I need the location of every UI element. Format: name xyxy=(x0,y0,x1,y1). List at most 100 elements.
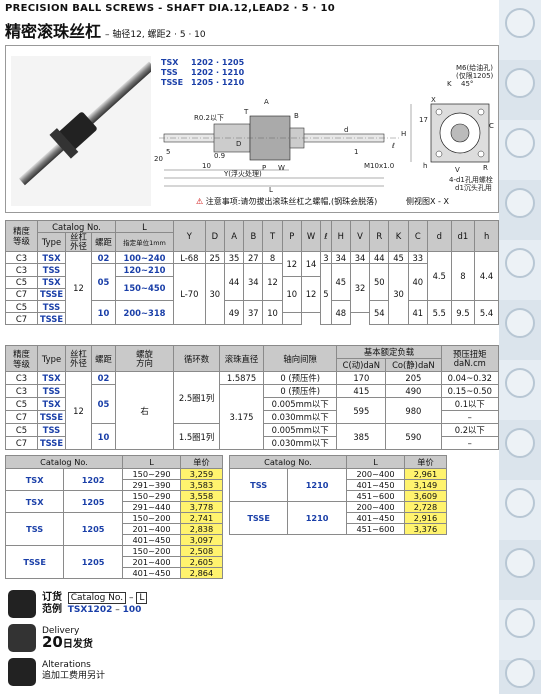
brand-logo-icon xyxy=(505,8,535,38)
dim-label-10: 10 xyxy=(202,162,211,170)
brand-logo-icon xyxy=(505,488,535,518)
col-type: Type xyxy=(37,345,66,372)
dim-label-w: W xyxy=(278,164,285,172)
order-info: 订货 Catalog No. – L 范例 TSX1202 – 100 Deli… xyxy=(8,590,268,692)
side-view-drawing: H 17 X M6(给油孔) (仅限1205) 45° K C R V h 4-… xyxy=(401,64,494,192)
col-grade: 精度等级 xyxy=(5,345,38,372)
dim-label-45: 45° xyxy=(461,80,473,88)
right-decor-strip xyxy=(499,0,541,694)
col-ball: 滚珠直径 xyxy=(219,345,264,372)
dim-label-d: D xyxy=(236,140,241,148)
brand-logo-icon xyxy=(505,68,535,98)
caution-note: ⚠ 注意事项:请勿拔出滚珠丝杠之螺帽,(钢珠会脱落) xyxy=(196,197,378,206)
dim-label-a: A xyxy=(264,98,269,106)
col-circuits: 循环数 xyxy=(172,345,221,372)
dim-label-17: 17 xyxy=(419,116,428,124)
dim-label-y: Y(浮火处理) xyxy=(223,169,262,178)
brand-logo-icon xyxy=(505,368,535,398)
col-v: V xyxy=(349,219,371,253)
col-ell: ℓ xyxy=(320,219,332,253)
dim-label-r: R xyxy=(483,164,488,172)
delivery-info: Delivery 20日发货 xyxy=(8,624,268,658)
col-clearance: 轴向间隙 xyxy=(262,345,338,372)
wrench-icon xyxy=(8,658,36,686)
col-load: 基本额定负载 xyxy=(336,345,442,359)
dim-label-p: P xyxy=(262,164,266,172)
col-l: L xyxy=(115,219,174,234)
col-a: A xyxy=(223,219,245,253)
title-main: 精密滚珠丝杠 xyxy=(5,22,102,41)
col-grade: 精度等级 xyxy=(5,219,38,253)
col-d: D xyxy=(204,219,225,253)
col-dd: d xyxy=(426,219,452,253)
dim-label-x: X xyxy=(431,96,436,104)
brand-logo-icon xyxy=(505,608,535,638)
load-rating-table: 精度等级 Type 丝杠外径 螺距 螺旋方向 循环数 滚珠直径 轴向间隙 基本额… xyxy=(5,345,500,450)
brand-logo-icon xyxy=(505,308,535,338)
brand-logo-icon xyxy=(505,428,535,458)
dimension-drawing: L Y(浮火处理) M10x1.0 R0.2以下 20 5 0.9 10 1 A… xyxy=(154,98,399,194)
dim-label-holes: 4-d1孔用螺栓 xyxy=(449,175,493,184)
dim-label-t: T xyxy=(243,108,249,116)
catalog-page: PRECISION BALL SCREWS - SHAFT DIA.12,LEA… xyxy=(4,3,500,692)
dim-label-m6b: (仅限1205) xyxy=(456,71,494,80)
dim-label-09: 0.9 xyxy=(214,152,225,160)
col-p: P xyxy=(281,219,302,253)
dim-label-1: 1 xyxy=(354,148,358,156)
col-w: W xyxy=(300,219,322,253)
title-english: PRECISION BALL SCREWS - SHAFT DIA.12,LEA… xyxy=(5,3,336,14)
dim-label-h2: h xyxy=(423,162,427,170)
col-type: Type xyxy=(37,232,66,253)
col-d1: d1 xyxy=(450,219,476,253)
title-subtitle: – 轴径12, 螺距2 · 5 · 10 xyxy=(105,30,206,40)
brand-logo-icon xyxy=(505,128,535,158)
col-h2: h xyxy=(474,219,499,253)
dimensions-table: 精度等级 Catalog No. L Y D A B T P W ℓ H V R… xyxy=(5,219,499,326)
brand-logo-icon xyxy=(505,548,535,578)
dim-label-holes2: d1沉头孔用 xyxy=(455,183,492,192)
dim-label-k: K xyxy=(447,80,452,88)
truck-icon xyxy=(8,624,36,652)
dim-label-ell: ℓ xyxy=(391,142,395,150)
ball-screw-photo xyxy=(11,56,151,206)
col-dia: 丝杠外径 xyxy=(65,345,92,372)
brand-logo-icon xyxy=(505,188,535,218)
col-h: H xyxy=(330,219,351,253)
dim-label-b: B xyxy=(294,112,299,120)
dim-label-m6: M6(给油孔) xyxy=(456,64,493,72)
col-c: C xyxy=(407,219,428,253)
col-lead: 螺距 xyxy=(91,232,116,253)
title-chinese: 精密滚珠丝杠– 轴径12, 螺距2 · 5 · 10 xyxy=(5,18,206,42)
col-k: K xyxy=(388,219,409,253)
dim-label-h: H xyxy=(401,130,406,138)
dim-label-v: V xyxy=(455,166,460,174)
side-view-caption: 侧视图X - X xyxy=(406,197,449,206)
dim-label-20: 20 xyxy=(154,155,163,163)
phone-icon xyxy=(8,590,36,618)
col-b: B xyxy=(243,219,264,253)
dim-label-r02: R0.2以下 xyxy=(194,114,224,122)
col-y: Y xyxy=(173,219,206,253)
col-catalog: Catalog No. xyxy=(37,219,116,234)
col-lead: 螺距 xyxy=(91,345,116,372)
col-co-stat: Co(静)daN xyxy=(385,358,442,372)
dim-label-l: L xyxy=(269,186,273,194)
col-r: R xyxy=(369,219,390,253)
alterations-info: Alterations 追加工费用另计 xyxy=(8,658,268,692)
col-direction: 螺旋方向 xyxy=(115,345,174,372)
brand-logo-icon xyxy=(505,248,535,278)
brand-logo-icon xyxy=(505,658,535,688)
col-l-unit: 指定单位1mm xyxy=(115,232,174,253)
dim-label-c: C xyxy=(489,122,494,130)
dim-label-m10: M10x1.0 xyxy=(364,162,394,170)
dim-label-5: 5 xyxy=(166,148,170,156)
dim-label-dd: d xyxy=(344,126,348,134)
